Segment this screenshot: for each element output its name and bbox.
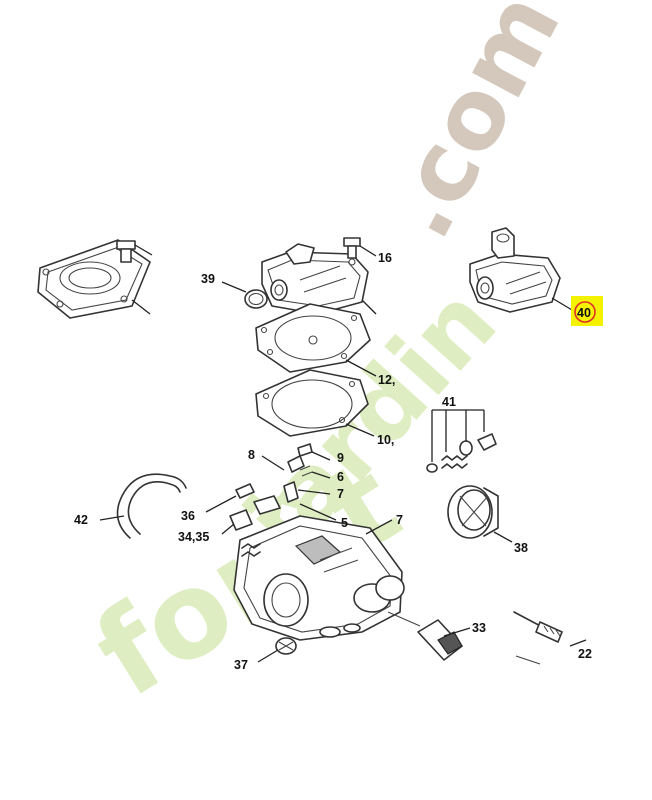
parts-36-34-35 <box>205 483 281 535</box>
callout-8: 8 <box>248 448 255 462</box>
watermark-text-com: .com <box>361 0 582 256</box>
callout-37: 37 <box>234 658 248 672</box>
screen-37 <box>257 637 297 663</box>
callout-6: 6 <box>337 470 344 484</box>
callout-41: 41 <box>442 395 456 409</box>
valve-33 <box>387 611 471 661</box>
metering-cover-right <box>469 227 573 313</box>
callout-9: 9 <box>337 451 344 465</box>
small-parts-8-9-6-7 <box>261 443 337 521</box>
callout-38: 38 <box>514 541 528 555</box>
o-ring-39 <box>221 281 268 309</box>
gasket-10 <box>255 369 375 437</box>
callout-34-35: 34,35 <box>178 530 209 544</box>
cover-plate-left <box>37 239 153 319</box>
callout-10: 10, <box>377 433 394 447</box>
screw-16 <box>343 237 377 259</box>
callout-22: 22 <box>578 647 592 661</box>
callout-7-body: 7 <box>396 513 403 527</box>
callout-40: 40 <box>577 306 591 320</box>
callout-42: 42 <box>74 513 88 527</box>
callout-16: 16 <box>378 251 392 265</box>
metering-cover-center <box>261 243 377 315</box>
callout-33: 33 <box>472 621 486 635</box>
callout-5: 5 <box>341 516 348 530</box>
callout-39: 39 <box>201 272 215 286</box>
carburetor-body <box>233 515 405 641</box>
fuel-hose-42 <box>99 473 187 539</box>
needle-set-41 <box>426 409 497 473</box>
callout-12: 12, <box>378 373 395 387</box>
needle-22 <box>513 611 587 665</box>
diaphragm-12 <box>255 303 377 377</box>
callout-36: 36 <box>181 509 195 523</box>
filter-38 <box>447 485 513 543</box>
callout-7: 7 <box>337 487 344 501</box>
callout-40-highlight <box>571 296 603 326</box>
